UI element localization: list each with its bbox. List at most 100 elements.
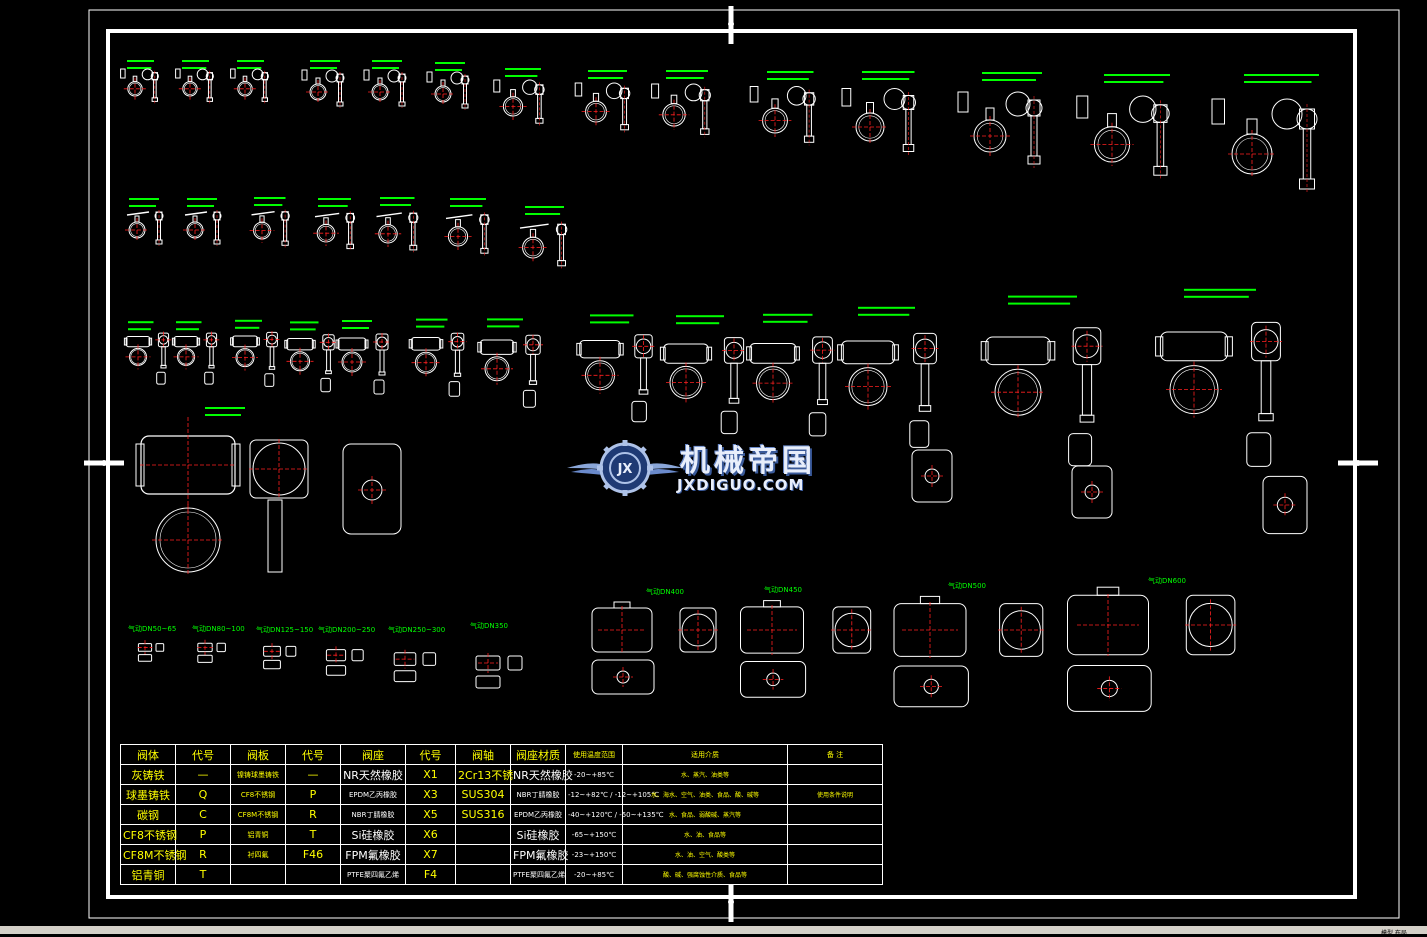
side-flange [728, 397, 740, 404]
manual-valve-row1-0 [120, 60, 159, 104]
label-mark [182, 60, 209, 62]
actuator-body [479, 339, 515, 355]
table-cell: -40~+120℃ / -50~+135℃ [565, 804, 664, 825]
actuator-body [749, 343, 797, 364]
label-mark [235, 319, 262, 322]
side-body [1260, 360, 1272, 415]
label-mark [342, 320, 372, 322]
label-mark [237, 60, 264, 62]
table-cell: T [175, 864, 231, 885]
logo-text: JX [617, 462, 633, 477]
valve-neck [866, 102, 874, 114]
side-flange [409, 244, 418, 251]
table-cell: PTFE聚四氟乙烯 [510, 864, 566, 885]
actuator-bottom [1071, 465, 1113, 519]
header-cell: 代号 [175, 744, 231, 765]
handwheel [1129, 95, 1157, 123]
table-cell [455, 844, 511, 865]
material-table: 阀体 代号 阀板 代号 阀座 代号 阀轴 阀座材质 使用温度范围 适用介质 备 … [120, 744, 883, 885]
pneumatic-valve-row3-3 [284, 321, 338, 393]
side-body [818, 362, 827, 401]
handwheel [786, 86, 807, 106]
side-body [454, 349, 461, 374]
label-mark [676, 315, 724, 318]
table-cell: R [285, 804, 341, 825]
side-flange [160, 364, 167, 369]
handwheel [883, 88, 906, 110]
valve-neck [323, 217, 329, 225]
pneumatic-valve-row3-2 [230, 319, 281, 387]
large-pneumatic-valve [135, 407, 402, 576]
table-cell: SUS304 [455, 784, 511, 805]
header-cell: 阀体 [120, 744, 176, 765]
bottom-view [373, 379, 385, 395]
table-cell: 水、蒸汽、油类等 [622, 764, 788, 785]
pneumatic-large-row6-2 [893, 595, 1045, 708]
side-flange [817, 399, 828, 406]
actuator-bottom [1067, 665, 1152, 712]
valve-neck [132, 75, 138, 83]
table-cell: CF8不锈钢 [120, 824, 177, 845]
table-cell: X7 [405, 844, 456, 865]
drawing-label: 气动DN200~250 [318, 625, 375, 634]
manual-valve-row1-4 [363, 60, 407, 108]
table-cell: Q [175, 784, 231, 805]
pneumatic-valve-row3-9 [746, 313, 835, 437]
valve-neck [985, 107, 995, 121]
actuator-cap-right [892, 344, 899, 361]
label-mark [505, 68, 541, 70]
label-mark [416, 325, 445, 328]
actuator-cap-left [171, 337, 176, 346]
label-mark [505, 75, 538, 77]
layout-tab[interactable]: 模型 布局 [1381, 930, 1407, 937]
pneumatic-small-row5-5 [475, 653, 523, 689]
label-mark [205, 407, 245, 409]
label-mark [666, 77, 704, 79]
valve-neck [259, 215, 265, 223]
actuator-bottom [591, 659, 655, 695]
actuator-cap-left [477, 341, 482, 353]
actuator-body [985, 336, 1051, 366]
actuator-cap-left [746, 346, 753, 361]
valve-neck [670, 94, 678, 105]
side-body [920, 363, 930, 407]
pneumatic-valve-row3-6 [477, 318, 543, 408]
table-cell: -65~+150℃ [565, 824, 623, 845]
valve-neck [1246, 118, 1258, 135]
table-cell: 镍铸球墨铸铁 [230, 764, 286, 785]
side-body [530, 353, 536, 382]
pneumatic-large-row6-1 [740, 600, 873, 698]
label-mark [254, 197, 286, 199]
table-cell [455, 864, 511, 885]
valve-neck [440, 79, 446, 87]
drawing-label: 气动DN125~150 [256, 625, 313, 634]
actuator-side [155, 643, 165, 652]
label-mark [310, 60, 340, 62]
side-body [1081, 364, 1093, 416]
actuator-cap-right [793, 346, 800, 361]
actuator-body [840, 340, 896, 365]
drawing-label: 气动DN50~65 [128, 624, 176, 633]
table-cell: 2Cr13不锈 [455, 764, 513, 785]
actuator-side [507, 655, 523, 671]
side-body [326, 349, 331, 372]
pneumatic-valve-row3-7 [576, 314, 655, 423]
actuator-bottom [475, 675, 501, 689]
actuator-bottom [263, 659, 281, 670]
valve-neck [510, 89, 516, 98]
pneumatic-valve-row3-0 [123, 321, 172, 385]
side-flange [528, 380, 538, 385]
label-mark [763, 320, 808, 323]
drawing-label: 气动DN450 [764, 585, 802, 594]
status-strip [0, 926, 1427, 934]
drawing-label: 气动DN600 [1148, 576, 1186, 585]
actuator-cap-right [364, 339, 369, 349]
side-flange [268, 366, 276, 370]
actuator-cap-right [196, 337, 201, 346]
table-cell [285, 864, 341, 885]
manual-valve-row1-2 [230, 60, 269, 104]
table-cell: 铝青铜 [120, 864, 176, 885]
table-cell: CF8不锈钢 [230, 784, 286, 805]
lever-valve-row2-4 [374, 197, 419, 253]
